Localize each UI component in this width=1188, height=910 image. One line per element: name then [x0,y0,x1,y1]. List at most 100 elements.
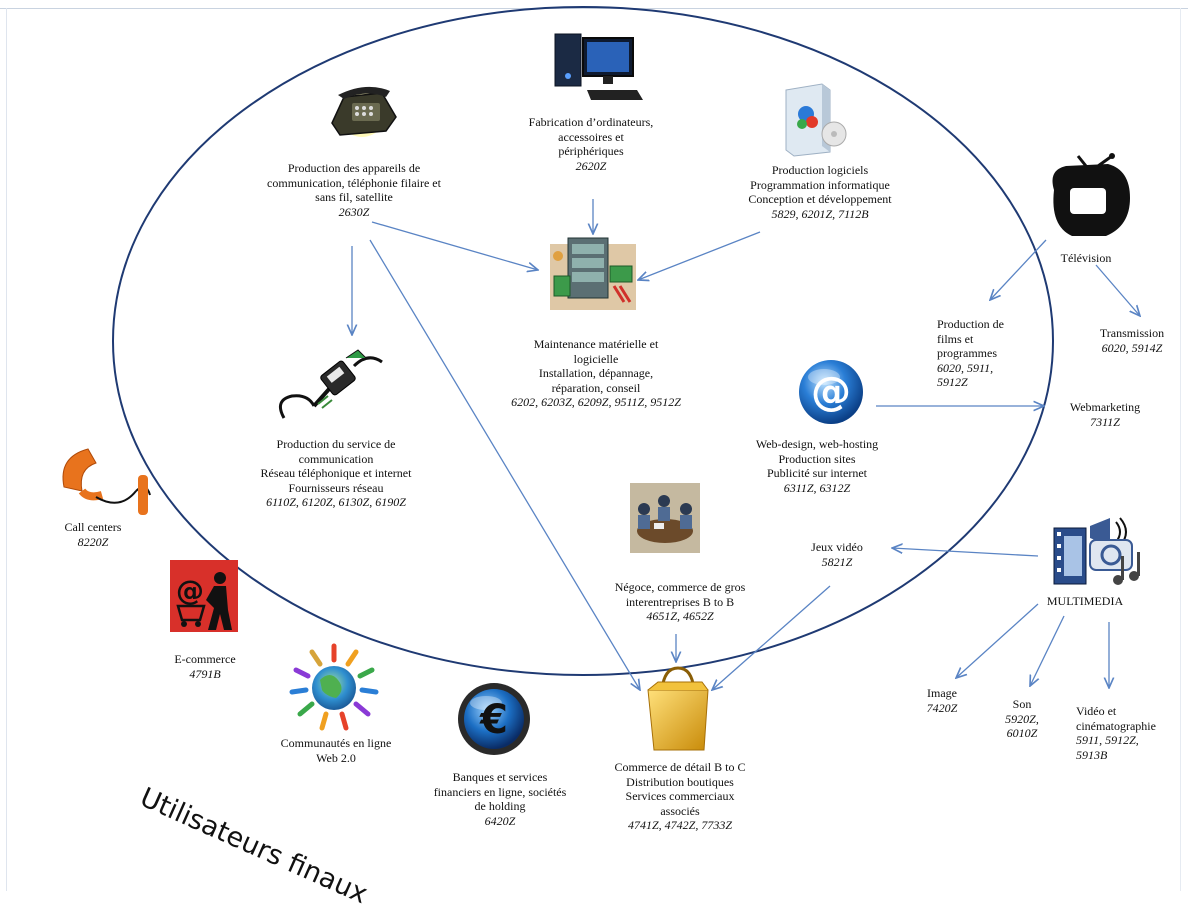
node-maintenance-line-3: Installation, dépannage, [538,366,654,380]
node-banques-line-3: de holding [474,799,526,813]
node-call-centers-code: 8220Z [77,534,109,549]
frame-border-top [0,8,1188,9]
shopping-bag-icon [647,666,709,751]
node-films-line-3: programmes [937,346,997,360]
node-multimedia-line-1: MULTIMEDIA [1046,594,1124,608]
node-webmarketing-code: 7311Z [1090,414,1120,429]
node-detail: Commerce de détail B to C Distribution b… [590,760,770,833]
node-web-code: 6311Z, 6312Z [783,480,851,495]
node-son: Son 5920Z, 6010Z [994,697,1050,741]
node-banques-code: 6420Z [484,813,516,828]
node-video-line-2: cinématographie [1076,718,1156,733]
node-call-centers-line-1: Call centers [64,520,122,534]
node-appareils-line-2: communication, téléphonie filaire et [267,175,441,190]
node-ordinateurs-line-1: Fabrication d’ordinateurs, [528,115,654,129]
desktop-computer-icon [554,33,643,100]
network-cable-icon [278,349,383,419]
svg-text:@: @ [811,369,851,415]
arrow-appareils-detail [369,239,640,690]
television-icon [1052,153,1130,236]
node-films-line-1: Production de [937,317,1004,331]
node-maintenance-line-1: Maintenance matérielle et [533,337,659,351]
node-ecommerce: E-commerce 4791B [150,652,260,681]
node-films: Production de films et programmes 6020, … [937,317,1032,390]
page-frame [0,8,1188,891]
node-son-line-1: Son [1012,697,1032,711]
ecommerce-cart-icon: @ [170,560,238,632]
node-communautes: Communautés en ligne Web 2.0 [256,736,416,765]
frame-border-right [1180,8,1181,891]
node-web-line-1: Web-design, web-hosting [755,437,879,451]
node-detail-line-4: associés [660,803,700,818]
software-box-icon [785,83,847,157]
node-maintenance-code: 6202, 6203Z, 6209Z, 9511Z, 9512Z [511,395,681,409]
node-ecommerce-code: 4791B [189,666,221,681]
node-appareils: Production des appareils de communicatio… [254,161,454,219]
arrow-logiciels-maintenance [638,231,761,280]
at-sign-icon: @ [799,360,863,424]
node-transmission-code: 6020, 5914Z [1101,340,1163,355]
node-webmarketing: Webmarketing 7311Z [1050,400,1160,429]
node-logiciels-code: 5829, 6201Z, 7112B [771,206,869,221]
node-service-comm-code: 6110Z, 6120Z, 6130Z, 6190Z [266,495,406,509]
node-son-code: 5920Z, 6010Z [1005,711,1039,741]
node-jeux-code: 5821Z [821,554,853,569]
node-banques-line-1: Banques et services [452,770,548,784]
node-web-line-2: Production sites [778,451,856,466]
node-video-line-1: Vidéo et [1076,704,1117,718]
node-communautes-line-2: Web 2.0 [316,750,356,765]
node-ordinateurs-line-2: accessoires et [558,129,624,144]
node-web: Web-design, web-hosting Production sites… [742,437,892,495]
node-web-line-3: Publicité sur internet [767,466,867,480]
desk-phone-icon [331,86,397,137]
node-television: Télévision [1046,251,1126,266]
node-multimedia: MULTIMEDIA [1030,594,1140,609]
node-maintenance-line-4: réparation, conseil [551,380,641,395]
community-globe-icon [289,643,379,731]
node-logiciels-line-2: Programmation informatique [750,177,890,192]
node-maintenance: Maintenance matérielle et logicielle Ins… [506,337,686,410]
node-films-code: 6020, 5911, 5912Z [937,360,994,390]
node-banques-line-2: financiers en ligne, sociétés [433,784,567,799]
euro-coin-icon: € [458,683,530,755]
node-negoce-line-2: interentreprises B to B [625,594,735,609]
node-service-comm: Production du service de communication R… [236,437,436,510]
arrow-television-transmission [1095,264,1140,316]
arrows [352,199,1140,690]
node-service-comm-line-2: communication [298,451,374,466]
node-image-line-1: Image [927,686,957,700]
node-transmission-line-1: Transmission [1099,326,1165,340]
node-ordinateurs-line-3: périphériques [558,144,624,158]
diagram-canvas: @ @ [62,6,1188,755]
svg-text:€: € [479,697,508,743]
node-detail-line-3: Services commerciaux [625,789,735,803]
node-banques: Banques et services financiers en ligne,… [410,770,590,828]
core-sector-ellipse [112,6,1054,676]
arrow-multimedia-jeux [892,548,1039,557]
node-communautes-line-1: Communautés en ligne [280,736,392,750]
node-ordinateurs-code: 2620Z [575,158,607,173]
multimedia-icon [1053,517,1140,585]
node-negoce-line-1: Négoce, commerce de gros [614,580,746,594]
node-negoce-code: 4651Z, 4652Z [646,609,714,623]
node-service-comm-line-3: Réseau téléphonique et internet [260,466,412,480]
node-detail-code: 4741Z, 4742Z, 7733Z [627,818,733,832]
node-ordinateurs: Fabrication d’ordinateurs, accessoires e… [506,115,676,173]
node-image-code: 7420Z [926,700,958,715]
node-logiciels-line-1: Production logiciels [771,163,869,177]
node-ecommerce-line-1: E-commerce [174,652,236,666]
node-jeux: Jeux vidéo 5821Z [792,540,882,569]
arrow-multimedia-image [956,603,1039,678]
arrow-appareils-maintenance [371,221,538,270]
node-service-comm-line-4: Fournisseurs réseau [288,480,384,495]
node-transmission: Transmission 6020, 5914Z [1082,326,1182,355]
node-image: Image 7420Z [912,686,972,715]
node-maintenance-line-2: logicielle [573,351,619,366]
arrow-multimedia-son [1030,615,1065,686]
node-appareils-code: 2630Z [338,204,370,219]
node-video: Vidéo et cinématographie 5911, 5912Z, 59… [1076,704,1186,762]
telephone-handset-icon [62,448,151,515]
arrow-jeux-detail [712,585,831,690]
node-detail-line-2: Distribution boutiques [626,774,734,789]
node-logiciels: Production logiciels Programmation infor… [730,163,910,221]
